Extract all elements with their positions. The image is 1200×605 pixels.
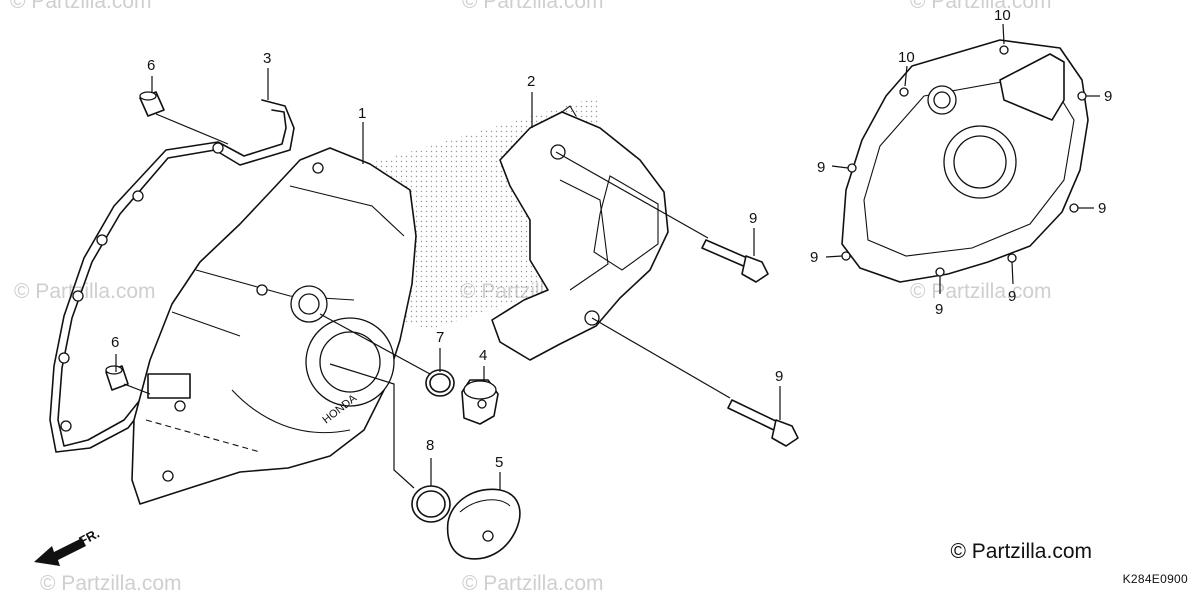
dowel-pin-part-6 [105,365,129,391]
callout-label: 9 [1098,200,1106,217]
callout-label: 9 [1008,288,1016,305]
watermark: © Partzilla.com [40,572,182,595]
callout-label: 1 [358,105,366,122]
diagram-code: K284E0900 [1122,572,1188,586]
callout-label: 3 [263,50,271,67]
front-direction-arrow: FR. [34,526,102,566]
watermark: © Partzilla.com [910,280,1052,303]
bolt-part-9 [701,239,769,283]
leader-lines [115,23,1100,490]
dowel-pin-part-6 [139,91,165,117]
callout-label: 8 [426,437,434,454]
o-ring-part-8 [411,485,451,523]
plug-part-4 [461,379,499,425]
watermarks: © Partzilla.com © Partzilla.com © Partzi… [10,0,1052,595]
callout-label: 9 [775,368,783,385]
brand-label: © Partzilla.com [950,540,1092,563]
gasket-part-3 [49,99,295,453]
callout-label: 10 [994,7,1011,24]
callout-label: 10 [898,49,915,66]
watermark: © Partzilla.com [462,572,604,595]
callout-label: 9 [817,159,825,176]
watermark: © Partzilla.com [14,280,156,303]
callout-label: 7 [436,329,444,346]
callout-label: 4 [479,347,487,364]
callout-label: 2 [527,73,535,90]
cover-inner-view [841,39,1089,283]
callout-label: 6 [111,334,119,351]
callout-label: 5 [495,454,503,471]
callout-label: 6 [147,57,155,74]
o-ring-part-7 [425,369,455,397]
watermark: © Partzilla.com [910,0,1052,13]
watermark: © Partzilla.com [10,0,152,13]
cap-part-5 [446,488,521,560]
watermark: © Partzilla.com [462,0,604,13]
left-crankcase-cover-part-1: HONDA [131,147,417,505]
callout-label: 9 [810,249,818,266]
bolt-part-9 [727,399,799,447]
cover-guard-part-2 [491,105,669,361]
callout-label: 9 [935,301,943,318]
callouts: 6 3 1 2 6 7 4 8 5 9 9 10 10 9 9 9 9 9 9 [111,7,1112,471]
callout-label: 9 [1104,88,1112,105]
callout-label: 9 [749,210,757,227]
